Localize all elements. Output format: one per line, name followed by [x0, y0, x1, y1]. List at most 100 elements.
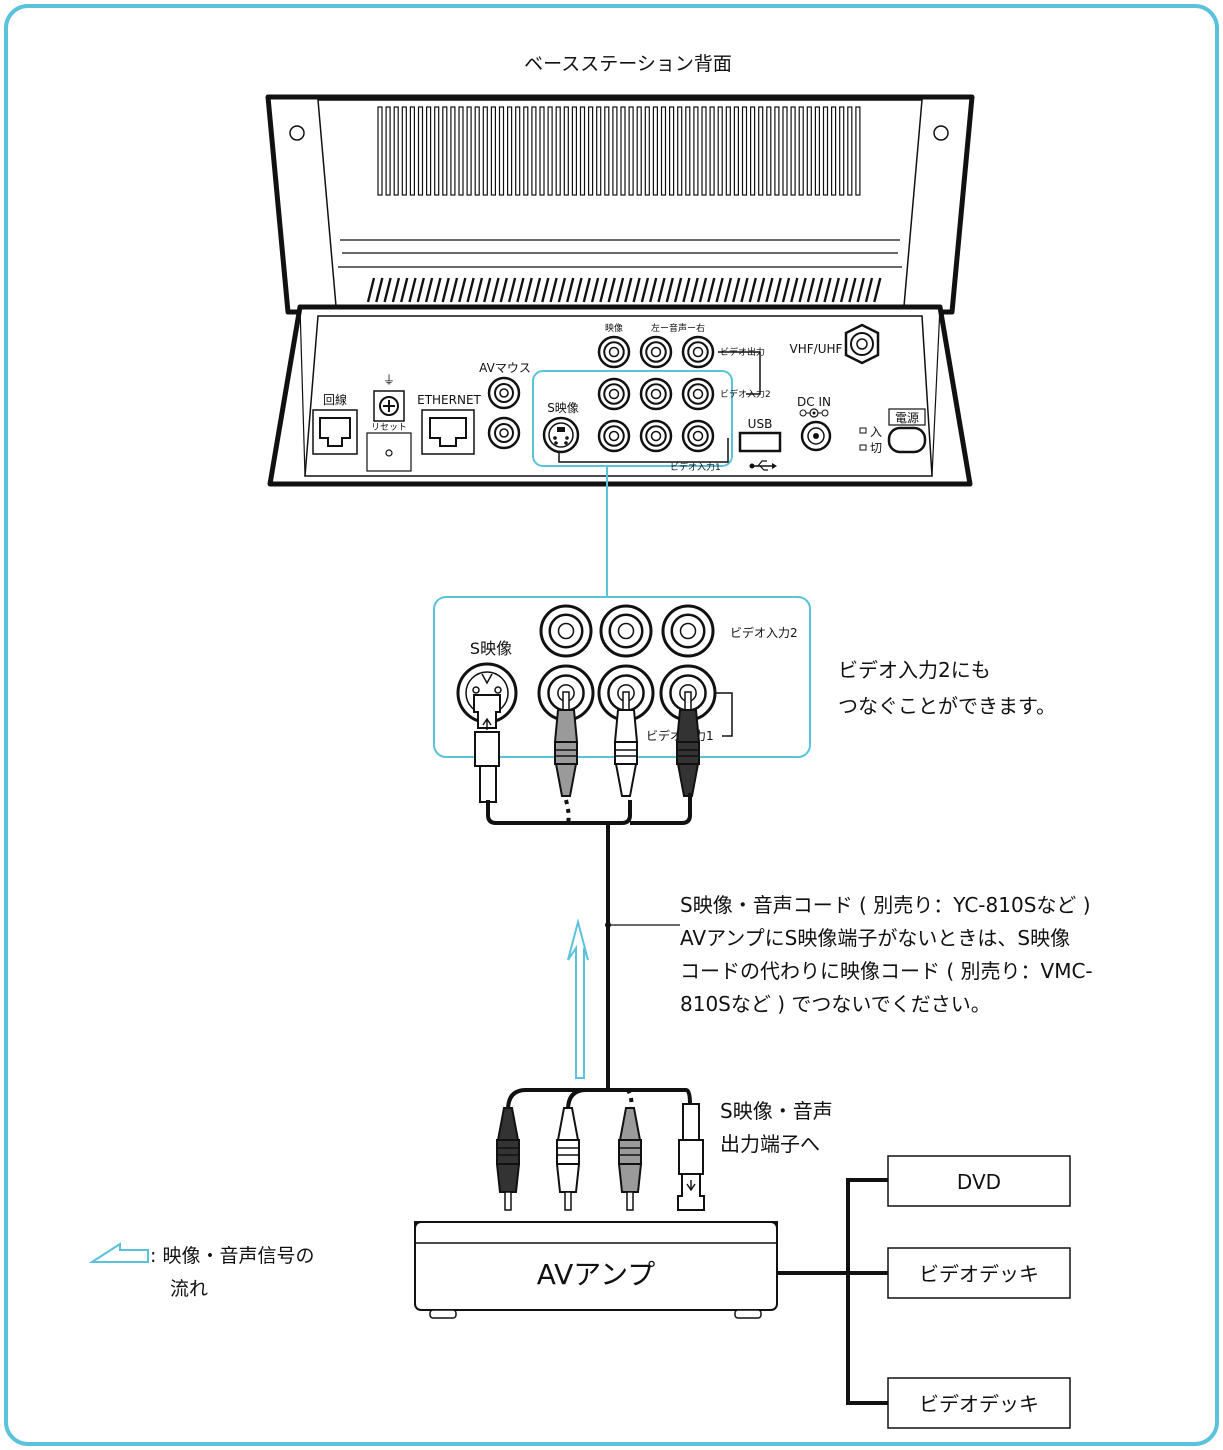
vent-slot: [507, 106, 513, 196]
vent-slot: [466, 106, 472, 196]
vent-slot-slanted: [839, 277, 849, 303]
power-on-label: 入: [870, 425, 882, 439]
vent-slot-slanted: [732, 277, 741, 303]
vent-slot-slanted: [781, 277, 791, 303]
screw-hole-left: [289, 125, 305, 141]
vent-slot: [596, 106, 602, 196]
zoomed-input-panel: S映像 ビデオ入力2 ビデオ入力1: [433, 596, 811, 758]
vent-slot-slanted: [815, 277, 824, 303]
av-input-highlight: [532, 370, 733, 467]
vent-slot: [393, 106, 399, 196]
vent-slot: [644, 106, 650, 196]
vent-slot-slanted: [856, 277, 865, 303]
vent-slot-slanted: [483, 277, 492, 303]
cable-plugs-amp-end: [495, 1107, 643, 1211]
av-amp: AVアンプ: [414, 1221, 778, 1319]
rca-plug-audio-right-bottom: [495, 1107, 521, 1211]
vent-slot: [377, 106, 383, 196]
vent-slot: [749, 106, 756, 196]
vent-slot-slanted: [408, 277, 417, 303]
vent-slot: [515, 106, 521, 196]
vent-slot-slanted: [574, 277, 583, 303]
vent-slot: [539, 106, 545, 196]
usb-port: [738, 431, 782, 453]
vent-slot-slanted: [740, 277, 749, 303]
vent-slot-slanted: [615, 277, 625, 303]
vent-slot-slanted: [723, 277, 733, 303]
vent-slot-slanted: [673, 277, 683, 303]
vent-slot: [806, 106, 812, 196]
note-cord-line1: S映像・音声コード ( 別売り：YC-810Sなど ): [680, 893, 1091, 917]
video-column-label: 映像: [605, 322, 623, 334]
line-jack-label: 回線: [323, 392, 347, 407]
vent-slot-slanted: [864, 277, 874, 303]
vent-slot-slanted: [599, 277, 608, 303]
vent-slot: [717, 106, 723, 196]
usb-icon: [749, 460, 777, 471]
vent-slot: [847, 106, 853, 196]
note-cord-line3: コードの代わりに映像コード ( 別売り：VMC-: [680, 959, 1093, 983]
vent-slot: [450, 106, 456, 196]
vent-slot-slanted: [715, 277, 724, 303]
signal-flow-arrow: [567, 918, 589, 1079]
screw-hole-right: [933, 125, 949, 141]
usb-label: USB: [748, 417, 773, 431]
vent-slot: [417, 106, 424, 196]
vent-slot: [839, 106, 845, 196]
vent-slots-top: [377, 106, 861, 196]
vent-slot: [612, 106, 618, 196]
rca-jack-video-in2-0: [597, 377, 631, 411]
video-in1-label: ビデオ入力1: [670, 461, 721, 473]
vent-slot-slanted: [657, 277, 666, 303]
vent-slot-slanted: [823, 277, 832, 303]
vent-slot-slanted: [383, 277, 392, 303]
vent-slot-slanted: [632, 277, 641, 303]
vent-slot: [482, 106, 488, 196]
note-video-in2-line1: ビデオ入力2にも: [838, 658, 991, 682]
dc-in-jack: [800, 420, 832, 452]
vent-slot: [774, 106, 780, 196]
note-video-in2-line2: つなぐことができます。: [838, 694, 1056, 718]
vent-slot-slanted: [549, 277, 558, 303]
vent-slot: [685, 106, 691, 196]
vent-slot: [709, 106, 715, 196]
vent-slot: [555, 106, 561, 196]
rca-plug-audio-right-top: [675, 691, 701, 797]
vent-slot-slanted: [848, 277, 857, 303]
vent-slot-slanted: [441, 277, 450, 303]
vent-slot-slanted: [458, 277, 467, 303]
vent-slot: [693, 106, 699, 196]
video-in2-label: ビデオ入力2: [720, 388, 771, 400]
vent-slot-slanted: [607, 277, 616, 303]
vent-slot-slanted: [649, 277, 658, 303]
vent-slot: [531, 106, 537, 196]
vent-slot: [547, 106, 553, 196]
rca-jack-video-out-1: [639, 335, 673, 369]
vent-slot-slanted: [391, 277, 401, 303]
vent-slot: [766, 106, 772, 196]
vent-slot-slanted: [873, 277, 882, 303]
av-amp-label: AVアンプ: [537, 1258, 656, 1291]
legend-line1: : 映像・音声信号の: [150, 1245, 314, 1267]
vent-slot-slanted: [532, 277, 542, 303]
vent-slot-slanted: [466, 277, 475, 303]
vent-slot-slanted: [748, 277, 757, 303]
vent-slot-slanted: [400, 277, 409, 303]
rca-jack-video-in2-2: [681, 377, 715, 411]
vent-slot: [458, 106, 464, 196]
s-video-label: S映像: [547, 401, 579, 415]
power-label: 電源: [895, 411, 919, 425]
vent-slot-slanted: [806, 277, 816, 303]
video-out-jacks: [597, 335, 715, 369]
vent-slot-slanted: [665, 277, 674, 303]
vent-slot: [652, 106, 659, 196]
zoom-video-in2-jacks: [539, 604, 715, 658]
vent-slot-slanted: [507, 277, 517, 303]
zoom-s-video-label: S映像: [470, 639, 512, 658]
legend-line2: 流れ: [170, 1278, 208, 1300]
video-deck-1: ビデオデッキ: [887, 1247, 1071, 1299]
note-output-line2: 出力端子へ: [720, 1132, 820, 1156]
antenna-connector: [844, 323, 880, 365]
vent-slot: [798, 106, 804, 196]
zoom-rca-jack-in2-1: [599, 604, 653, 658]
